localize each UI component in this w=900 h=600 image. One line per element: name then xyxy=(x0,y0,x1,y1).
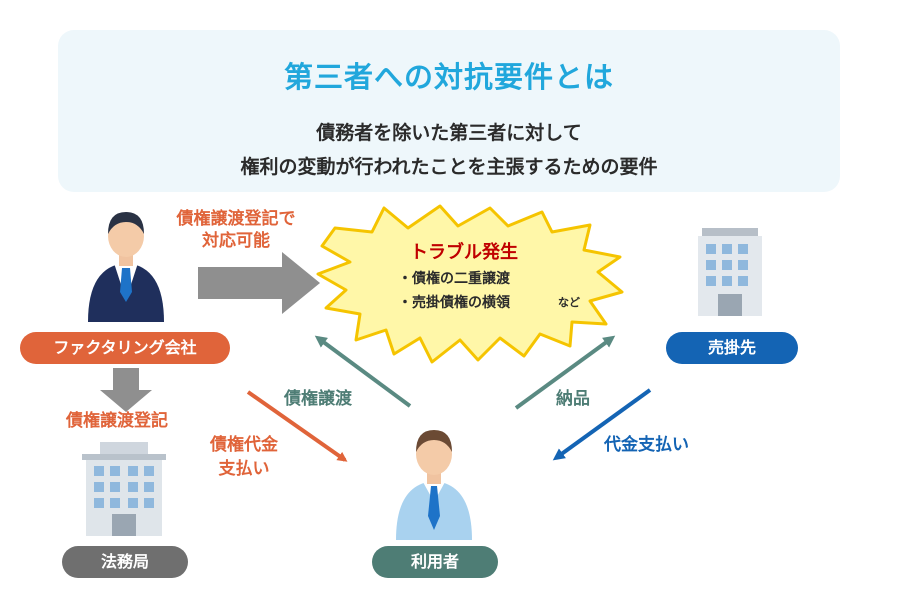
legal-bureau-pill: 法務局 xyxy=(62,546,188,578)
price-payment-label: 代金支払い xyxy=(604,435,689,455)
customer-pill: 売掛先 xyxy=(666,332,798,364)
customer-building-icon xyxy=(698,228,762,316)
businessman-icon xyxy=(88,212,164,322)
payment-label-line-1: 債権代金 xyxy=(210,435,278,455)
user-pill: 利用者 xyxy=(372,546,498,578)
trouble-item-double-assignment: ・債権の二重譲渡 xyxy=(398,271,510,287)
delivery-arrow xyxy=(514,335,616,410)
payment-label-line-2: 支払い xyxy=(218,459,270,479)
definition-line-1: 債務者を除いた第三者に対して xyxy=(316,122,582,144)
definition-line-2: 権利の変動が行われたことを主張するための要件 xyxy=(240,156,658,178)
registration-arrow-icon xyxy=(198,252,320,314)
user-person-icon xyxy=(396,430,472,540)
header-panel: 第三者への対抗要件とは 債務者を除いた第三者に対して 権利の変動が行われたことを… xyxy=(58,30,840,192)
page-title: 第三者への対抗要件とは xyxy=(283,60,614,94)
trouble-title: トラブル発生 xyxy=(410,242,518,263)
trouble-item-embezzlement: ・売掛債権の横領 xyxy=(398,295,510,311)
legal-bureau-building-icon xyxy=(82,442,166,536)
registration-label-line-1: 債権譲渡登記で xyxy=(176,209,296,229)
assignment-label: 債権譲渡 xyxy=(284,389,352,409)
factoring-company-pill: ファクタリング会社 xyxy=(20,332,230,364)
registration-label-line-2: 対応可能 xyxy=(202,231,270,251)
registration-label: 債権譲渡登記 xyxy=(66,411,168,431)
assignment-arrow xyxy=(314,335,412,408)
trouble-note: など xyxy=(558,296,580,309)
price-payment-arrow xyxy=(552,388,652,461)
down-arrow-icon xyxy=(100,368,152,412)
trouble-burst xyxy=(316,204,624,364)
payment-arrow xyxy=(246,390,348,462)
delivery-label: 納品 xyxy=(556,389,590,409)
